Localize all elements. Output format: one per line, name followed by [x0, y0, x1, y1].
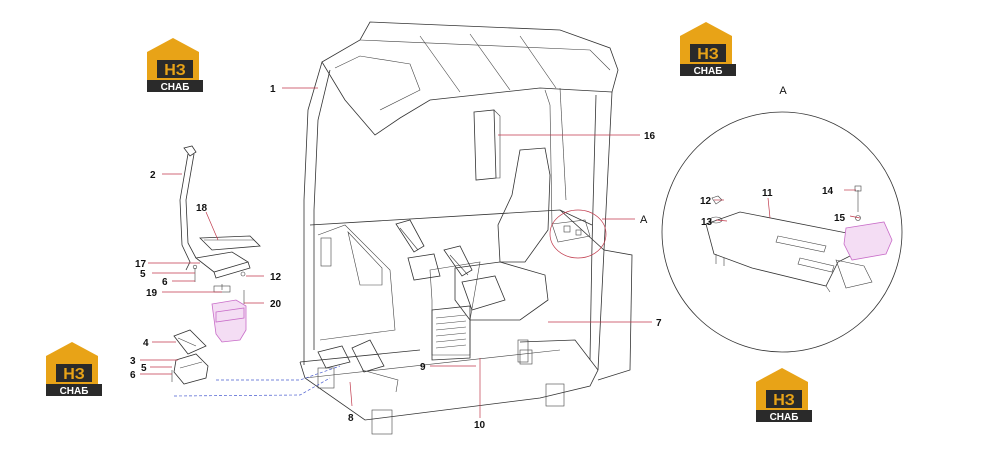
callout-9: 9: [420, 362, 426, 373]
callout-12b: 12: [700, 196, 712, 207]
logo-top-left: НЗ СНАБ: [147, 38, 203, 93]
logo-top-text: НЗ: [164, 62, 186, 79]
detail-view-label: A: [779, 85, 787, 97]
logo-bottom-text: СНАБ: [694, 66, 723, 77]
callout-a: A: [640, 214, 648, 226]
callout-3: 3: [130, 356, 136, 367]
lever-part-2: [179, 145, 197, 271]
logo-top-text: НЗ: [773, 392, 795, 409]
callout-1: 1: [270, 84, 276, 95]
callout-19: 19: [146, 288, 158, 299]
callout-4: 4: [143, 338, 149, 349]
valve-part-pink: [211, 299, 247, 343]
callout-14: 14: [822, 186, 834, 197]
operator-seat: [395, 147, 551, 363]
callout-5a: 5: [140, 269, 146, 280]
detail-a-bracket-in-cab: [549, 209, 607, 259]
logo-bottom-text: СНАБ: [60, 386, 89, 397]
callout-16: 16: [644, 131, 656, 142]
part-16-panel: [473, 109, 501, 181]
callout-20: 20: [270, 299, 282, 310]
callout-10: 10: [474, 420, 486, 431]
logo-bottom-left: НЗ СНАБ: [46, 342, 102, 397]
callout-labels: 1 2 18 17 5 6 12 19 20 4 3 5 6 8 9 10 7 …: [130, 84, 846, 431]
callout-15: 15: [834, 213, 846, 224]
bracket-part-17: [195, 251, 251, 279]
pedal-part-18: [199, 235, 261, 251]
logo-top-text: НЗ: [63, 366, 85, 383]
callout-6b: 6: [130, 370, 136, 381]
bracket-part-3: [173, 353, 209, 385]
mount-feet: [317, 349, 565, 435]
foot-pedals-in-cab: [317, 339, 399, 393]
small-bolts: [192, 264, 246, 304]
leader-lines: [140, 87, 861, 418]
logo-bottom-text: СНАБ: [161, 82, 190, 93]
cab-body: [299, 21, 633, 435]
detail-view-a: A: [661, 85, 903, 353]
callout-7: 7: [656, 318, 662, 329]
callout-8: 8: [348, 413, 354, 424]
callout-18: 18: [196, 203, 208, 214]
logo-bottom-text: СНАБ: [770, 412, 799, 423]
callout-13: 13: [701, 217, 713, 228]
callout-17: 17: [135, 259, 147, 270]
callout-12a: 12: [270, 272, 282, 283]
pedal-part-4: [173, 329, 207, 355]
callout-5b: 5: [141, 363, 147, 374]
callout-2: 2: [150, 170, 156, 181]
logo-top-right: НЗ СНАБ: [680, 22, 736, 77]
logo-bottom-right: НЗ СНАБ: [756, 368, 812, 423]
control-box: [431, 305, 471, 361]
callout-6a: 6: [162, 277, 168, 288]
logo-top-text: НЗ: [697, 46, 719, 63]
callout-11: 11: [762, 188, 773, 199]
